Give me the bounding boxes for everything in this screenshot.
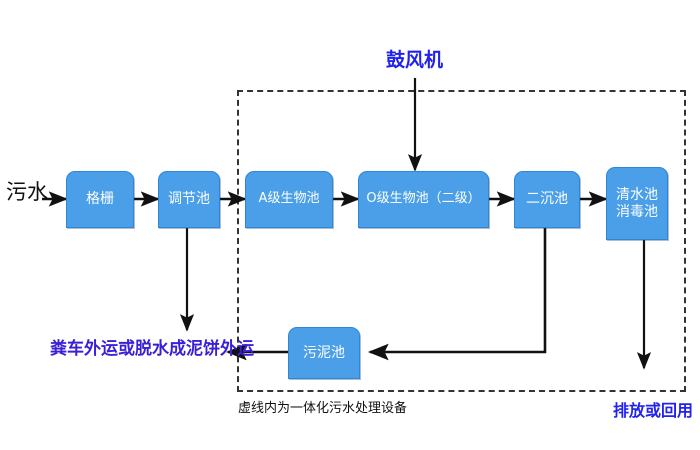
node-disinfection-tank-label: 消毒池 xyxy=(616,203,658,220)
node-secondary-sedimentation-tank-label: 二沉池 xyxy=(526,191,568,208)
node-o-stage-bio-tank[interactable]: O级生物池（二级） xyxy=(358,171,489,228)
node-a-stage-bio-tank[interactable]: A级生物池 xyxy=(245,171,333,228)
sludge-outlet-label: 粪车外运或脱水成泥饼外运 xyxy=(50,339,254,359)
node-sludge-tank[interactable]: 污泥池 xyxy=(288,327,360,379)
node-a-stage-bio-tank-label: A级生物池 xyxy=(258,191,320,207)
effluent-label: 排放或回用 xyxy=(613,401,694,420)
integrated-equipment-boundary xyxy=(237,90,686,392)
node-grille-label: 格栅 xyxy=(86,191,114,208)
node-secondary-sedimentation-tank[interactable]: 二沉池 xyxy=(514,171,580,228)
node-grille[interactable]: 格栅 xyxy=(66,171,134,228)
node-o-stage-bio-tank-label: O级生物池（二级） xyxy=(366,191,481,207)
node-sludge-tank-label: 污泥池 xyxy=(303,344,345,361)
node-clearwater-disinfection-tank[interactable]: 清水池 消毒池 xyxy=(606,167,668,240)
enclosure-caption: 虚线内为一体化污水处理设备 xyxy=(238,401,408,416)
node-regulating-tank[interactable]: 调节池 xyxy=(158,171,220,228)
inlet-label: 污水 xyxy=(6,180,48,204)
node-regulating-tank-label: 调节池 xyxy=(168,191,210,208)
blower-label: 鼓风机 xyxy=(386,49,444,71)
node-clearwater-tank-label: 清水池 xyxy=(616,187,658,204)
